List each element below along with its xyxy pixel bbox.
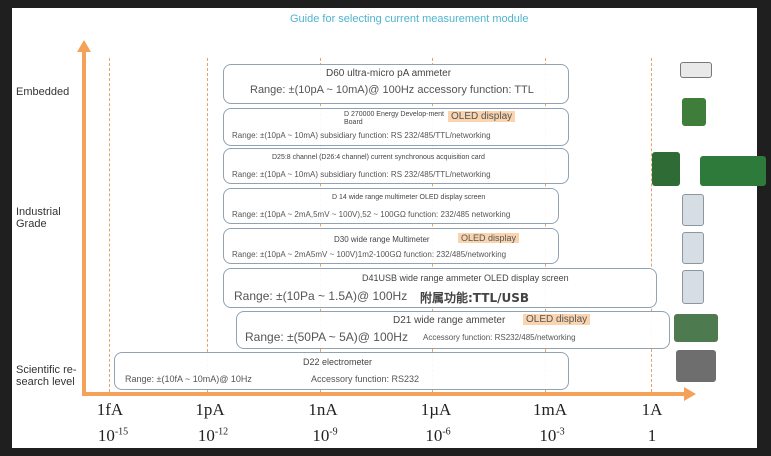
module-title: D25:8 channel (D26:4 channel) current sy… [272,154,485,161]
tick-label-1na: 1nA [308,400,338,419]
device-image-d60 [680,62,712,78]
module-box-d60[interactable]: D60 ultra-micro pA ammeter Range: ±(10pA… [223,64,569,104]
module-title: D22 electrometer [303,357,373,367]
tick-label-1pa: 1pA [195,400,225,419]
device-image-d41usb [682,270,704,304]
module-range: Range: ±(10Pa ~ 1.5A)@ 100Hz [234,289,408,303]
module-highlight: OLED display [523,314,591,325]
module-range: Range: ±(10fA ~ 10mA)@ 10Hz [125,374,252,384]
module-range: Range: ±(50PA ~ 5A)@ 100Hz [245,330,408,344]
device-image-d22 [676,350,716,382]
tick-power-1ma: 10-3 [539,426,565,445]
guide-line-1na [320,58,321,392]
tick-power-1pa: 10-12 [197,426,229,445]
module-extra: Accessory function: RS232/485/networking [423,333,576,342]
diagram-title: Guide for selecting current measurement … [290,13,529,25]
module-title: D30 wide range Multimeter [334,235,430,244]
tick-power-1a: 1 [647,426,657,445]
device-image-d25-b [700,156,766,186]
module-range: Range: ±(10pA ~ 2mA,5mV ~ 100V),52 ~ 100… [232,210,511,219]
guide-line-1pa [207,58,208,392]
category-industrial: Industrial Grade [16,206,61,230]
x-axis-arrow [684,387,696,401]
tick-label-1fa: 1fA [96,400,124,419]
module-box-d41usb[interactable]: D41USB wide range ammeter OLED display s… [223,268,657,308]
module-highlight: OLED display [458,233,520,243]
tick-label-1ma: 1mA [533,400,567,419]
module-title: D 14 wide range multimeter OLED display … [332,194,486,201]
device-image-d21 [674,314,718,342]
tick-power-1fa: 10-15 [97,426,129,445]
module-highlight: OLED display [448,111,516,122]
module-box-d22[interactable]: D22 electrometer Range: ±(10fA ~ 10mA)@ … [114,352,569,390]
y-axis [82,50,86,395]
tick-power-1na: 10-9 [312,426,338,445]
module-box-d25[interactable]: D25:8 channel (D26:4 channel) current sy… [223,148,569,184]
guide-line-1a [651,58,652,392]
category-scientific: Scientific re-search level [16,364,77,388]
module-box-d270000[interactable]: D 270000 Energy Develop-ment Board OLED … [223,108,569,146]
guide-line-1ma [545,58,546,392]
module-title: D21 wide range ammeter [393,315,506,326]
device-image-d30 [682,232,704,264]
guide-line-1ua [432,58,433,392]
device-image-d14 [682,194,704,226]
device-image-d270000 [682,98,706,126]
device-image-d25-a [652,152,680,186]
module-range: Range: ±(10pA ~ 10mA)@ 100Hz accessory f… [250,84,534,96]
x-axis [82,392,687,396]
module-box-d30[interactable]: D30 wide range Multimeter OLED display R… [223,228,559,264]
module-extra: Accessory function: RS232 [311,374,420,384]
guide-line-1fa [109,58,110,392]
tick-label-1ua: 1µA [420,400,452,419]
module-title: D60 ultra-micro pA ammeter [326,68,452,79]
tick-power-1ua: 10-6 [425,426,451,445]
module-range: Range: ±(10pA ~ 2mA5mV ~ 100V)1m2-100GΩ … [232,250,507,259]
module-title: D 270000 Energy Develop-ment Board [344,111,445,126]
module-box-d14[interactable]: D 14 wide range multimeter OLED display … [223,188,559,224]
module-extra: 附属功能:TTL/USB [420,291,530,305]
tick-label-1a: 1A [641,400,663,419]
module-title: D41USB wide range ammeter OLED display s… [362,273,569,283]
module-box-d21[interactable]: D21 wide range ammeter OLED display Rang… [236,311,670,349]
module-range: Range: ±(10pA ~ 10mA) subsidiary functio… [232,170,491,179]
y-axis-arrow [77,40,91,52]
category-embedded: Embedded [16,86,70,98]
module-range: Range: ±(10pA ~ 10mA) subsidiary functio… [232,131,491,140]
